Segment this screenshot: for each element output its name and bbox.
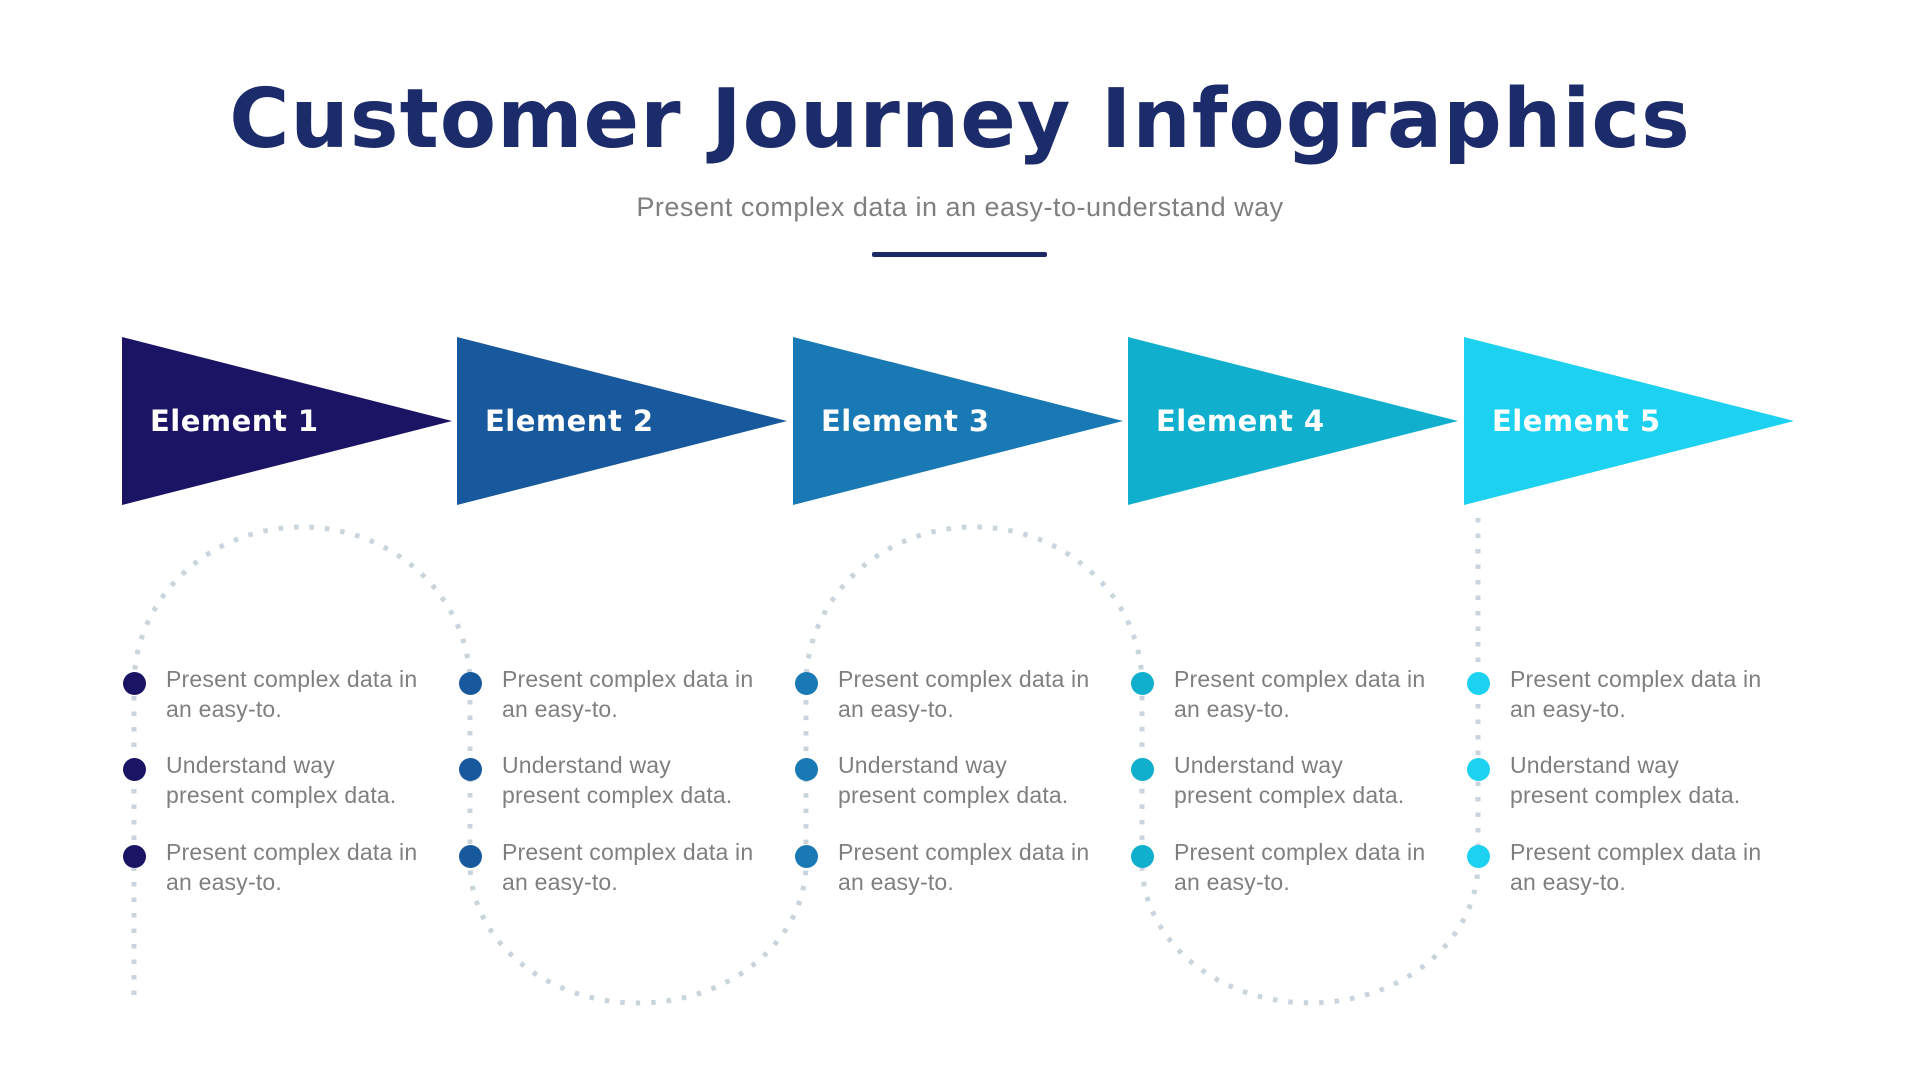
title-divider xyxy=(872,252,1047,257)
bullet-text: Present complex data in an easy-to. xyxy=(1510,839,1762,895)
bullet-item: Understand way present complex data. xyxy=(1131,750,1461,810)
bullet-dot xyxy=(459,758,482,781)
arrow-element-5-label: Element 5 xyxy=(1492,404,1661,438)
bullet-dot xyxy=(795,672,818,695)
bullet-dot xyxy=(459,672,482,695)
bullet-item: Understand way present complex data. xyxy=(1467,750,1797,810)
bullet-text: Present complex data in an easy-to. xyxy=(838,839,1090,895)
page-subtitle: Present complex data in an easy-to-under… xyxy=(636,192,1284,222)
arrow-element-2-label: Element 2 xyxy=(485,404,654,438)
bullet-text: Present complex data in an easy-to. xyxy=(166,666,418,722)
bullet-dot xyxy=(123,672,146,695)
bullet-text: Understand way present complex data. xyxy=(502,752,733,808)
bullet-item: Present complex data in an easy-to. xyxy=(459,837,789,897)
bullet-item: Understand way present complex data. xyxy=(459,750,789,810)
arrow-element-1-label: Element 1 xyxy=(150,404,319,438)
bullet-item: Present complex data in an easy-to. xyxy=(795,837,1125,897)
bullet-text: Present complex data in an easy-to. xyxy=(166,839,418,895)
arrow-element-3-label: Element 3 xyxy=(821,404,990,438)
page-title: Customer Journey Infographics xyxy=(229,72,1691,167)
bullet-dot xyxy=(1131,672,1154,695)
bullet-dot xyxy=(459,845,482,868)
bullet-item: Present complex data in an easy-to. xyxy=(1467,664,1797,724)
bullet-dot xyxy=(1131,845,1154,868)
bullet-item: Present complex data in an easy-to. xyxy=(123,664,453,724)
bullet-dot xyxy=(1467,672,1490,695)
bullet-text: Understand way present complex data. xyxy=(1174,752,1405,808)
bullet-item: Present complex data in an easy-to. xyxy=(459,664,789,724)
bullet-text: Present complex data in an easy-to. xyxy=(838,666,1090,722)
bullet-dot xyxy=(1131,758,1154,781)
bullet-dot xyxy=(1467,758,1490,781)
arrow-element-4-label: Element 4 xyxy=(1156,404,1325,438)
bullet-dot xyxy=(123,758,146,781)
bullet-item: Understand way present complex data. xyxy=(123,750,453,810)
bullet-item: Present complex data in an easy-to. xyxy=(123,837,453,897)
bullet-dot xyxy=(795,845,818,868)
dotted-path-line xyxy=(131,512,1481,1006)
bullet-text: Present complex data in an easy-to. xyxy=(502,839,754,895)
bullet-item: Understand way present complex data. xyxy=(795,750,1125,810)
bullet-text: Present complex data in an easy-to. xyxy=(1174,839,1426,895)
bullet-dot xyxy=(123,845,146,868)
bullet-text: Understand way present complex data. xyxy=(838,752,1069,808)
bullet-text: Understand way present complex data. xyxy=(1510,752,1741,808)
bullet-text: Present complex data in an easy-to. xyxy=(1510,666,1762,722)
bullet-item: Present complex data in an easy-to. xyxy=(795,664,1125,724)
bullet-item: Present complex data in an easy-to. xyxy=(1131,664,1461,724)
bullet-text: Understand way present complex data. xyxy=(166,752,397,808)
bullet-text: Present complex data in an easy-to. xyxy=(1174,666,1426,722)
bullet-item: Present complex data in an easy-to. xyxy=(1467,837,1797,897)
bullet-item: Present complex data in an easy-to. xyxy=(1131,837,1461,897)
bullet-text: Present complex data in an easy-to. xyxy=(502,666,754,722)
bullet-dot xyxy=(795,758,818,781)
bullet-dot xyxy=(1467,845,1490,868)
